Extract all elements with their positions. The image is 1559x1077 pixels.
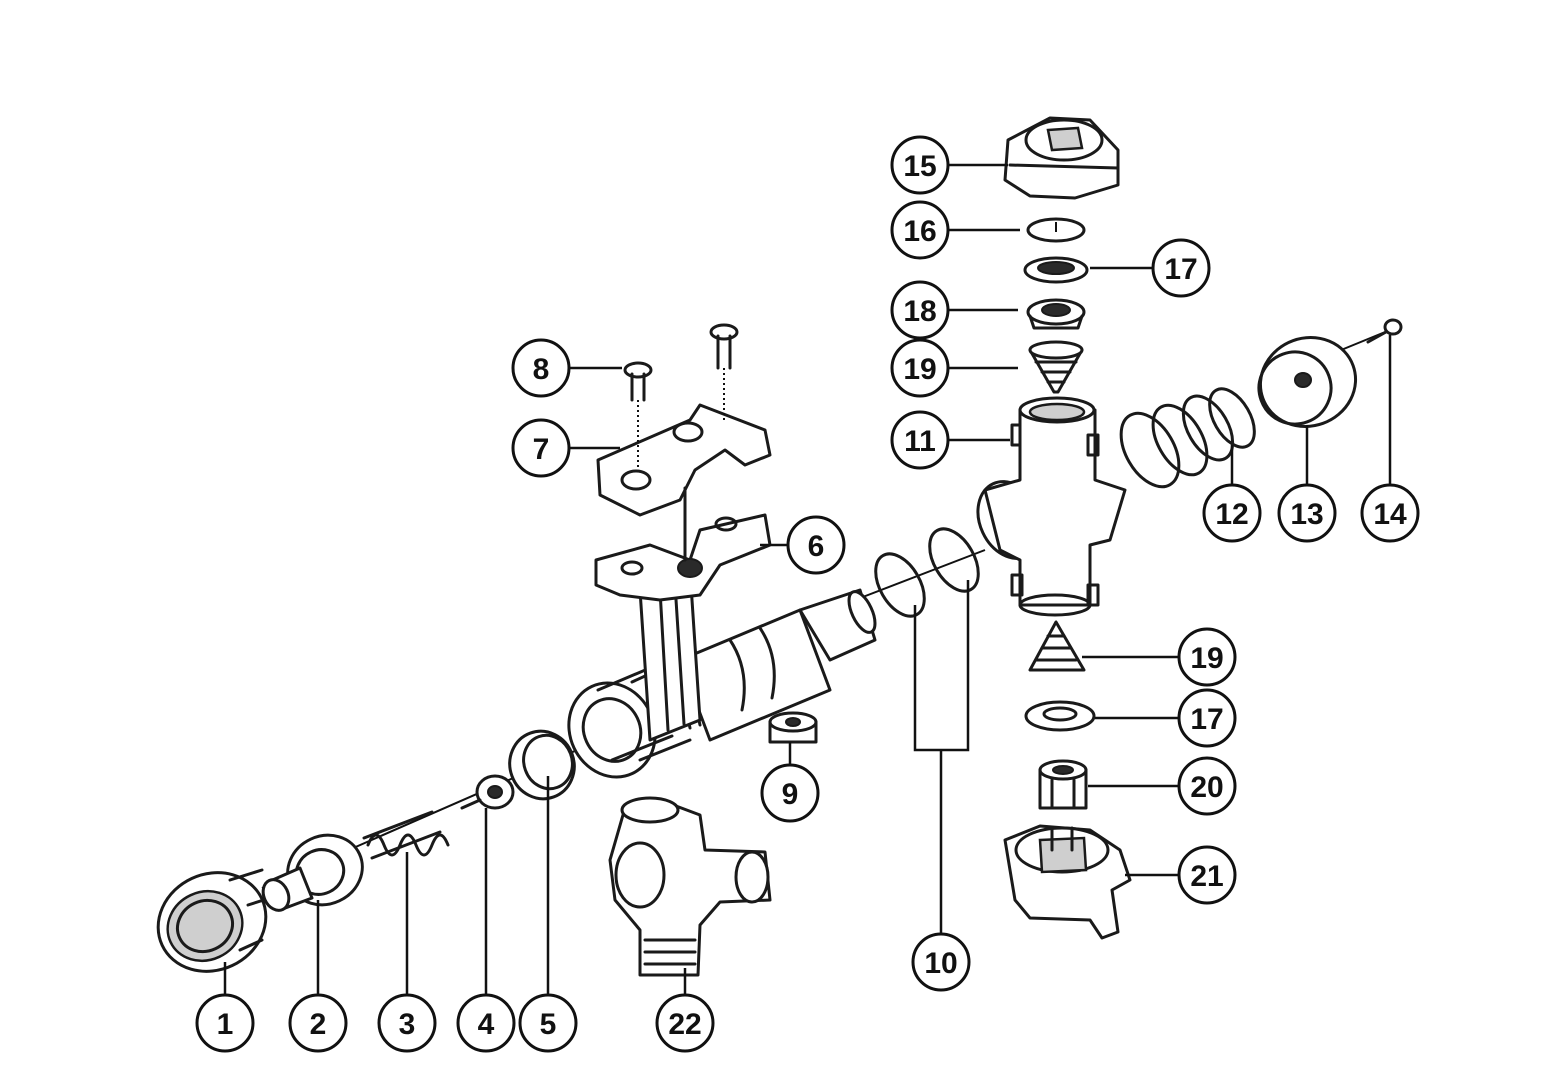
callout-9: 9 <box>760 763 820 823</box>
callout-6: 6 <box>786 515 846 575</box>
callout-label: 12 <box>1215 498 1248 531</box>
callout-15: 15 <box>890 135 950 195</box>
part-17-ring-top <box>1023 256 1089 284</box>
callout-7: 7 <box>511 418 571 478</box>
part-13-end-cap <box>1257 336 1358 428</box>
callout-label: 20 <box>1190 771 1223 804</box>
callout-4: 4 <box>456 993 516 1053</box>
callout-label: 15 <box>903 150 936 183</box>
callout-21: 21 <box>1177 845 1237 905</box>
part-4-poppet <box>460 774 515 810</box>
callout-19-top: 19 <box>890 338 950 398</box>
callout-label: 16 <box>903 215 936 248</box>
callout-16: 16 <box>890 200 950 260</box>
callout-17-top: 17 <box>1151 238 1211 298</box>
part-20-nut <box>1038 759 1088 810</box>
callout-17-bottom: 17 <box>1177 688 1237 748</box>
part-17-washer-bottom <box>1024 700 1096 732</box>
callout-label: 2 <box>310 1008 327 1041</box>
callout-13: 13 <box>1277 483 1337 543</box>
callout-label: 4 <box>478 1008 495 1041</box>
part-9-nut <box>768 711 818 744</box>
part-16-washer <box>1026 217 1086 243</box>
part-3-spring <box>362 810 450 860</box>
callout-label: 5 <box>540 1008 557 1041</box>
callout-label: 17 <box>1164 253 1197 286</box>
callout-label: 18 <box>903 295 936 328</box>
callout-label: 7 <box>533 433 550 466</box>
part-19-cone-bottom <box>1028 620 1086 672</box>
part-22-tee-fitting <box>608 796 772 977</box>
part-14-small-screw <box>1366 318 1403 344</box>
callout-label: 11 <box>904 425 936 458</box>
callout-20: 20 <box>1177 756 1237 816</box>
part-6-lower-bracket <box>594 513 772 602</box>
callout-22: 22 <box>655 993 715 1053</box>
callout-14: 14 <box>1360 483 1420 543</box>
callout-label: 19 <box>903 353 936 386</box>
callout-19-bottom: 19 <box>1177 627 1237 687</box>
part-2-adapter <box>261 833 364 912</box>
part-18-filter <box>1026 298 1086 330</box>
callout-5: 5 <box>518 993 578 1053</box>
callout-label: 10 <box>924 947 957 980</box>
part-5-disc <box>508 729 576 801</box>
callout-label: 21 <box>1190 860 1223 893</box>
part-1-coupling-nut <box>156 868 272 973</box>
part-11-cross-body <box>976 396 1127 617</box>
callout-label: 22 <box>668 1008 701 1041</box>
callout-label: 17 <box>1190 703 1223 736</box>
part-12-spring <box>1119 387 1256 489</box>
callout-10: 10 <box>911 932 971 992</box>
callout-label: 9 <box>782 778 799 811</box>
part-7-upper-clamp <box>596 403 772 562</box>
callout-label: 14 <box>1373 498 1407 531</box>
callout-label: 3 <box>399 1008 416 1041</box>
callout-18: 18 <box>890 280 950 340</box>
callout-3: 3 <box>377 993 437 1053</box>
leader-lines <box>223 163 1392 1000</box>
part-8-screws <box>623 323 739 470</box>
part-21-bottom-cap <box>1003 824 1132 940</box>
callout-label: 19 <box>1190 642 1223 675</box>
callout-label: 13 <box>1290 498 1323 531</box>
part-10-o-rings <box>874 527 980 618</box>
callout-11: 11 <box>890 410 950 470</box>
part-19-cone-top <box>1028 340 1084 394</box>
callout-12: 12 <box>1202 483 1262 543</box>
callout-label: 1 <box>217 1008 234 1041</box>
part-15-top-cap <box>1003 116 1120 200</box>
valve-body <box>567 568 877 779</box>
callout-label: 6 <box>808 530 825 563</box>
callout-label: 8 <box>533 353 550 386</box>
callout-8: 8 <box>511 338 571 398</box>
callout-1: 1 <box>195 993 255 1053</box>
callout-2: 2 <box>288 993 348 1053</box>
